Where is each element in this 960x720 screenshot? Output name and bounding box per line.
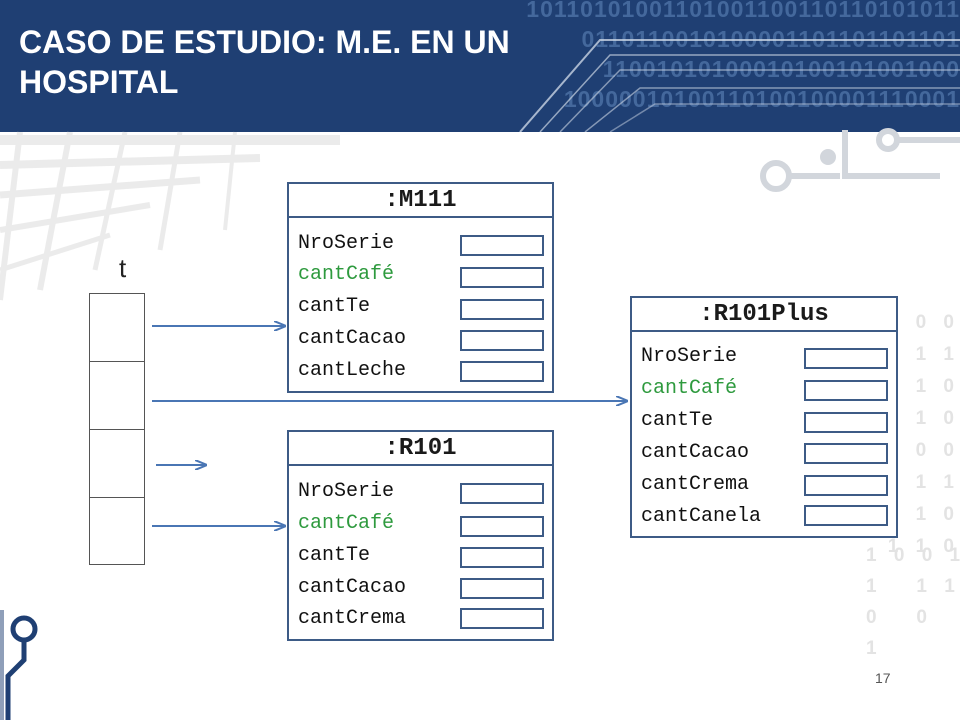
perspective-grid	[0, 131, 340, 301]
page-number: 17	[875, 670, 891, 686]
attribute-label: cantTe	[298, 295, 371, 318]
array-cell	[90, 294, 144, 362]
attribute-value-slot	[804, 505, 888, 526]
attribute-label: cantTe	[641, 409, 714, 432]
attribute-value-slot	[804, 380, 888, 401]
binary-row: 10000010100110100100001110001	[563, 86, 960, 112]
title-banner: 10110101001101001100110110101011 0110110…	[0, 0, 960, 132]
attribute-label: cantCanela	[641, 505, 762, 528]
object-title: :M111	[289, 184, 552, 218]
attribute-label: cantCafé	[641, 377, 738, 400]
attribute-value-slot	[460, 483, 544, 504]
attribute-value-slot	[460, 578, 544, 599]
attribute-label: NroSerie	[298, 232, 395, 255]
array-cell	[90, 362, 144, 430]
attribute-label: cantCafé	[298, 512, 395, 535]
attribute-value-slot	[804, 412, 888, 433]
attribute-value-slot	[804, 348, 888, 369]
attribute-label: cantTe	[298, 544, 371, 567]
attribute-label: NroSerie	[641, 345, 738, 368]
attribute-label: cantCacao	[641, 441, 750, 464]
circuit-graphic-right	[760, 128, 960, 192]
object-r101plus: :R101Plus NroSerie cantCafé cantTe cantC…	[630, 296, 898, 538]
attribute-label: cantCafé	[298, 263, 395, 286]
attribute-value-slot	[460, 516, 544, 537]
circuit-graphic-left	[0, 610, 38, 720]
attribute-value-slot	[460, 361, 544, 382]
array-label: t	[119, 253, 127, 283]
array-cell	[90, 430, 144, 498]
attribute-value-slot	[460, 267, 544, 288]
binary-pattern-decoration: 1 0 0 1 1 1 1 0 0 1	[866, 545, 960, 659]
binary-row: 10110101001101001100110110101011	[526, 0, 960, 22]
object-title: :R101Plus	[632, 298, 896, 332]
attribute-value-slot	[460, 235, 544, 256]
attribute-value-slot	[804, 475, 888, 496]
banner-circuit-lines	[519, 39, 960, 132]
slide-title: CASO DE ESTUDIO: M.E. EN UN HOSPITAL	[19, 24, 510, 100]
attribute-label: cantCacao	[298, 327, 407, 350]
object-m111: :M111 NroSerie cantCafé cantTe cantCacao…	[287, 182, 554, 393]
attribute-label: NroSerie	[298, 480, 395, 503]
object-title: :R101	[289, 432, 552, 466]
attribute-value-slot	[460, 608, 544, 629]
attribute-value-slot	[804, 443, 888, 464]
attribute-label: cantCacao	[298, 576, 407, 599]
binary-row: 11001010100010100101001000	[602, 56, 960, 82]
array-t	[89, 293, 145, 565]
array-cell	[90, 498, 144, 566]
attribute-label: cantCrema	[641, 473, 750, 496]
attribute-label: cantCrema	[298, 607, 407, 630]
attribute-label: cantLeche	[298, 359, 407, 382]
attribute-value-slot	[460, 547, 544, 568]
attribute-value-slot	[460, 299, 544, 320]
object-r101: :R101 NroSerie cantCafé cantTe cantCacao…	[287, 430, 554, 641]
attribute-value-slot	[460, 330, 544, 351]
